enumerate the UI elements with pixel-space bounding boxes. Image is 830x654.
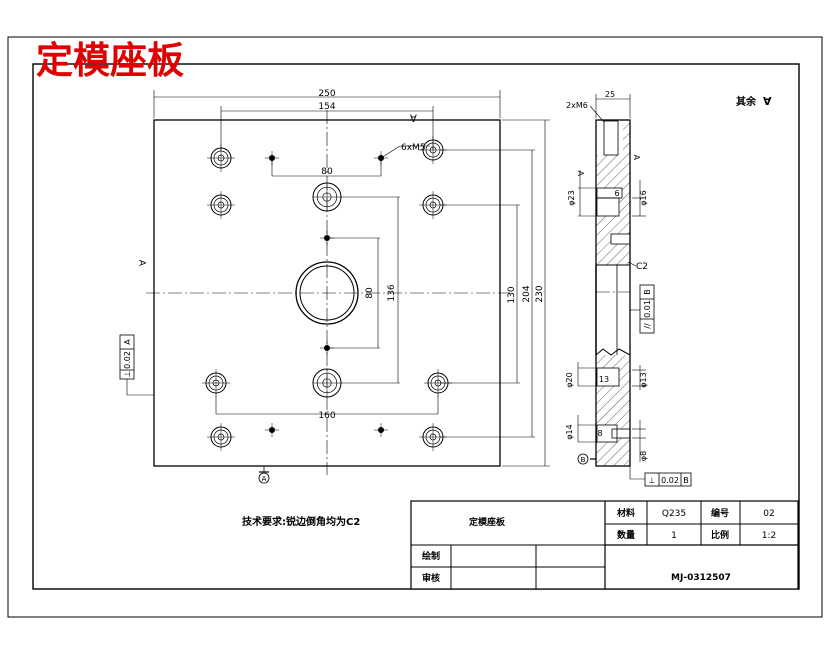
counterbored-hole <box>207 191 235 219</box>
threaded-hole <box>374 423 388 437</box>
datum-a: A <box>258 466 270 484</box>
thread-callout: 6xM5 <box>401 143 426 153</box>
svg-text:∀: ∀ <box>633 154 642 160</box>
outer-frame <box>7 36 823 618</box>
tb-scale-value: 1:2 <box>762 531 776 541</box>
dim-13: 13 <box>599 375 609 384</box>
counterbored-hole <box>207 423 235 451</box>
dim-160: 160 <box>318 411 335 421</box>
dim-154: 154 <box>318 102 335 112</box>
dim-250: 250 <box>318 89 335 99</box>
tb-number-label: 编号 <box>711 507 729 519</box>
roughness-left: ∀ <box>139 259 149 266</box>
drawing-title: 定模座板 <box>36 38 184 82</box>
perpendicularity-tolerance-b: ⊥ 0.02 B <box>629 466 692 487</box>
tb-part-name: 定模座板 <box>468 516 506 528</box>
tb-material-value: Q235 <box>662 509 686 519</box>
svg-text://: // <box>643 323 652 329</box>
counterbored-hole <box>202 369 230 397</box>
svg-text:0.02: 0.02 <box>661 476 679 485</box>
dim-c2: C2 <box>636 262 648 272</box>
dim-phi8: φ8 <box>639 451 648 461</box>
tb-checked-label: 审核 <box>422 572 440 584</box>
parallelism-tolerance-b: // 0.01 B <box>630 284 655 334</box>
roughness-other-symbol: ∀ <box>763 95 772 108</box>
svg-text:∀: ∀ <box>577 170 586 176</box>
dim-phi14: φ14 <box>565 424 574 439</box>
threaded-hole <box>265 423 279 437</box>
front-view: 250 154 ∀ 80 6xM5 160 80 136 130 <box>119 89 550 484</box>
counterbored-hole <box>312 368 342 398</box>
dim-phi13: φ13 <box>639 372 648 387</box>
tb-scale-label: 比例 <box>711 529 729 541</box>
counterbored-hole <box>312 182 342 212</box>
center-hole <box>295 261 359 325</box>
datum-b: B <box>577 453 596 465</box>
side-view: 25 2xM6 φ23 6 φ16 C2 φ20 13 φ13 φ14 8 φ8 <box>565 90 692 487</box>
dim-230: 230 <box>535 285 545 302</box>
dim-80-vert: 80 <box>365 287 375 299</box>
tb-quantity-label: 数量 <box>617 529 635 541</box>
svg-text:A: A <box>123 339 132 345</box>
roughness-other-label: 其余 <box>736 95 757 108</box>
tb-drawing-number: MJ-0312507 <box>671 573 731 583</box>
svg-text:B: B <box>643 289 652 295</box>
roughness-top: ∀ <box>410 114 417 125</box>
tb-material-label: 材料 <box>616 507 635 519</box>
tb-drawn-label: 绘制 <box>422 550 440 562</box>
dim-130: 130 <box>507 286 517 303</box>
dim-25: 25 <box>605 90 615 99</box>
tb-quantity-value: 1 <box>671 531 677 541</box>
dim-phi23: φ23 <box>567 190 576 205</box>
dim-136: 136 <box>387 284 397 301</box>
svg-text:⊥: ⊥ <box>123 370 132 377</box>
dim-8: 8 <box>597 429 602 438</box>
tb-number-value: 02 <box>763 509 774 519</box>
dim-204: 204 <box>522 285 532 302</box>
threaded-hole <box>320 341 334 355</box>
svg-text:⊥: ⊥ <box>649 476 656 485</box>
svg-text:B: B <box>581 456 586 464</box>
svg-text:B: B <box>683 476 689 485</box>
perpendicularity-tolerance-a: ⊥ 0.02 A <box>119 334 154 396</box>
dim-6: 6 <box>614 189 619 198</box>
dim-80-top: 80 <box>321 167 333 177</box>
svg-text:0.02: 0.02 <box>123 351 132 369</box>
svg-text:0.01: 0.01 <box>643 300 652 318</box>
dim-2xm6: 2xM6 <box>566 101 588 110</box>
technical-note: 技术要求:锐边倒角均为C2 <box>242 515 360 528</box>
dim-phi20: φ20 <box>565 372 574 387</box>
title-block: 定模座板 材料 Q235 编号 02 数量 1 比例 1:2 绘制 审核 MJ-… <box>410 500 799 590</box>
dim-phi16: φ16 <box>639 190 648 205</box>
svg-text:A: A <box>262 475 267 483</box>
